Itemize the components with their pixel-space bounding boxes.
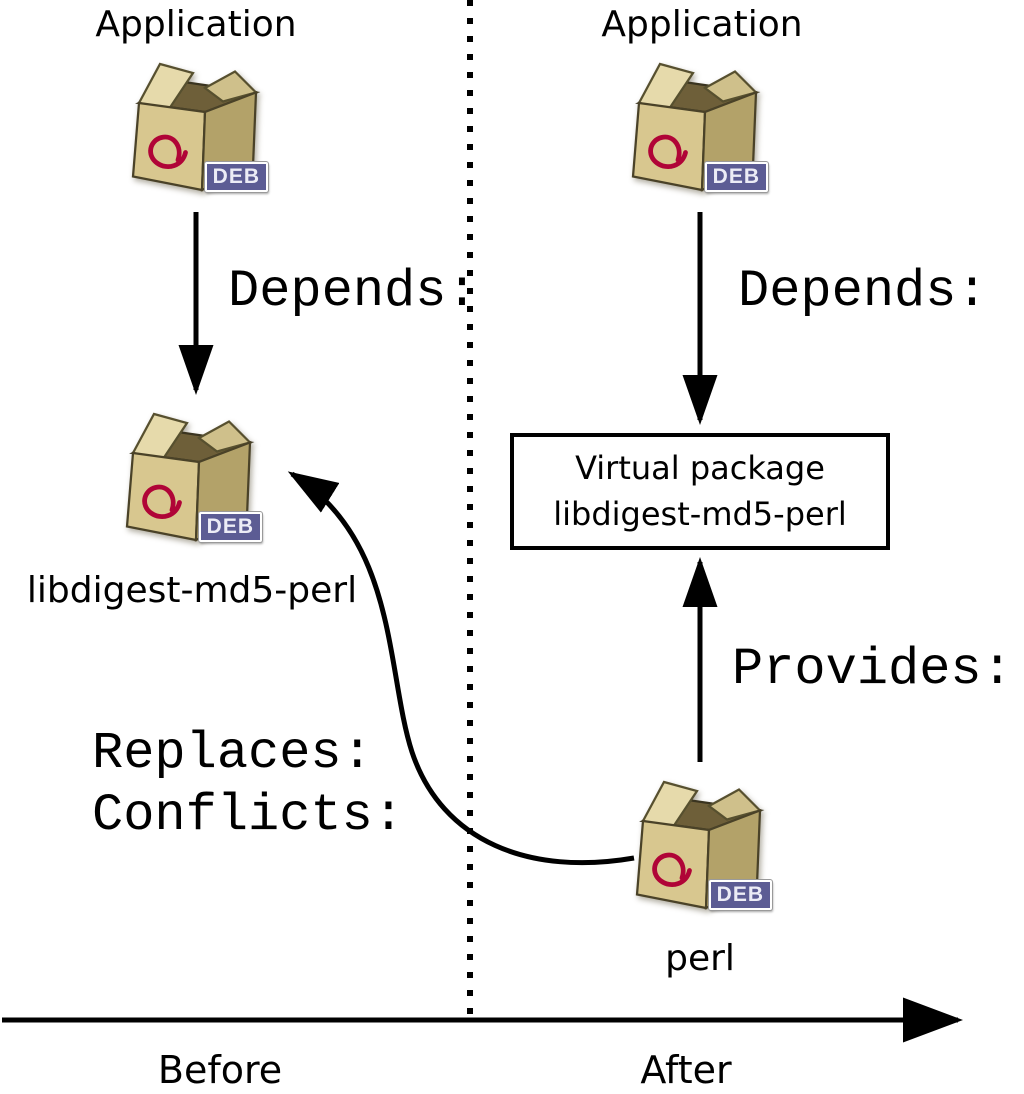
virtual-package-line1: Virtual package: [575, 449, 825, 487]
debian-swirl-icon: [142, 484, 182, 519]
application-label-left: Application: [95, 4, 297, 45]
libdigest-package-label: libdigest-md5-perl: [26, 570, 358, 611]
replaces-label: Replaces:: [92, 724, 373, 783]
debian-swirl-icon: [652, 852, 692, 887]
deb-package-icon-libdigest: DEB: [112, 402, 262, 552]
depends-label-right: Depends:: [738, 262, 988, 321]
debian-swirl-icon: [648, 134, 688, 169]
deb-package-icon-application-left: DEB: [118, 52, 268, 202]
virtual-package-box: Virtual package libdigest-md5-perl: [510, 433, 890, 550]
provides-label: Provides:: [732, 640, 1013, 699]
perl-package-label: perl: [665, 938, 735, 979]
package-box-graphic: [131, 62, 261, 192]
deb-package-icon-application-right: DEB: [618, 52, 768, 202]
depends-label-left: Depends:: [228, 262, 478, 321]
after-label: After: [640, 1048, 732, 1092]
conflicts-label: Conflicts:: [92, 786, 405, 845]
virtual-package-line2: libdigest-md5-perl: [553, 495, 847, 534]
deb-badge: DEB: [704, 162, 768, 192]
debian-swirl-icon: [148, 134, 188, 169]
deb-package-icon-perl: DEB: [622, 770, 772, 920]
deb-badge: DEB: [198, 512, 262, 542]
deb-badge: DEB: [708, 880, 772, 910]
application-label-right: Application: [601, 4, 803, 45]
deb-badge: DEB: [204, 162, 268, 192]
before-label: Before: [157, 1048, 283, 1092]
